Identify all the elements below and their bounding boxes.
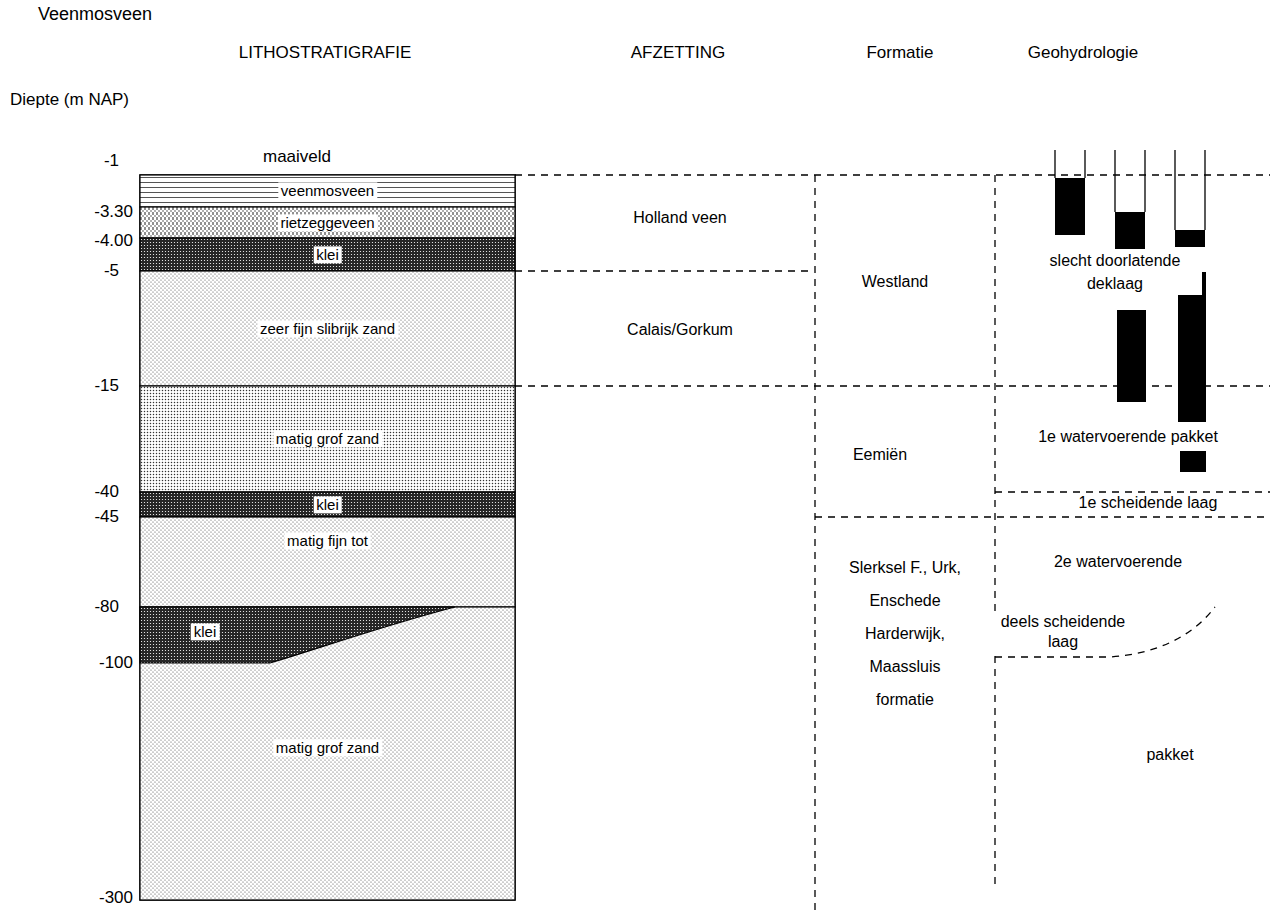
column-header: Geohydrologie: [1026, 43, 1141, 63]
dashed-boundary: [814, 175, 815, 910]
piezometers: [1055, 150, 1206, 472]
dashed-boundary: [515, 385, 1270, 386]
depth-value: -80: [92, 597, 121, 617]
filter-section: [1115, 212, 1145, 250]
tube-wall: [1174, 150, 1175, 230]
sand-layer: matig grof zand: [140, 386, 515, 492]
formation-name: Westland: [860, 272, 930, 291]
sand-layer: matig grof zand klei: [140, 607, 515, 900]
column-outline: [140, 175, 515, 900]
dashed-boundary: [994, 175, 995, 890]
depth-value: -45: [92, 507, 121, 527]
depth-value: -5: [102, 261, 121, 281]
dashed-boundary: [815, 516, 1270, 517]
aquifer-label: pakket: [1144, 745, 1195, 764]
aquifer-label: 2e watervoerende: [1052, 552, 1184, 571]
layer-band: [140, 207, 515, 238]
layer-band: [140, 386, 515, 492]
aquifer-label: deels scheidende laag: [991, 612, 1135, 652]
tube-wall: [1084, 150, 1085, 178]
layer-label: zeer fijn slibrijk zand: [257, 320, 398, 337]
deposit-name: Holland veen: [631, 208, 728, 227]
sand-layer: matig fijn tot: [140, 517, 515, 607]
layer-label: rietzeggeveen: [277, 214, 377, 231]
deposit-name: Calais/Gorkum: [625, 320, 735, 339]
layer-label: matig fijn tot: [284, 532, 371, 549]
depth-value: -4.00: [92, 231, 135, 251]
surface-label: maaiveld: [261, 147, 333, 167]
column-header: AFZETTING: [629, 43, 727, 63]
clay-layer: klei: [140, 492, 515, 517]
layer-label: veenmosveen: [278, 182, 377, 199]
axis-title: Diepte (m NAP): [8, 90, 131, 110]
tube-wall: [1054, 150, 1055, 178]
peat-layer: rietzeggeveen: [140, 207, 515, 238]
layer-label: klei: [313, 496, 342, 513]
dashed-boundary: [515, 174, 1270, 175]
clay-layer: klei: [140, 238, 515, 271]
depth-value: -15: [92, 376, 121, 396]
layer-band: [140, 271, 515, 386]
formation-name: Slerksel F., Urk, Enschede Harderwijk, M…: [847, 551, 963, 716]
filter-section: [1180, 451, 1206, 472]
depth-value: -3.30: [92, 202, 135, 222]
depth-value: -1: [102, 151, 121, 171]
layer-band: [140, 238, 515, 271]
depth-value: -40: [92, 482, 121, 502]
peat-layer: veenmosveen: [140, 175, 515, 207]
layer-label: klei: [191, 623, 220, 640]
layer-label: klei: [313, 246, 342, 263]
layer-label: matig grof zand: [273, 430, 382, 447]
tube-wall: [1114, 150, 1115, 212]
aquifer-label: 1e watervoerende pakket: [1036, 427, 1220, 446]
aquifer-label: 1e scheidende laag: [1077, 493, 1220, 512]
layer-band: [140, 175, 515, 207]
layer-fill: [140, 517, 515, 607]
depth-value: -300: [97, 888, 135, 908]
sand-layer: zeer fijn slibrijk zand: [140, 271, 515, 386]
layer-band: [140, 607, 515, 900]
formation-name: Eemiën: [851, 445, 909, 464]
dashed-boundary: [515, 270, 812, 271]
filter-section: [1117, 310, 1146, 402]
column-header: LITHOSTRATIGRAFIE: [237, 43, 414, 63]
boundary-lines: [515, 175, 1270, 910]
tube-wall: [1144, 150, 1145, 212]
layer-label: matig grof zand: [273, 739, 382, 756]
layer-band: [140, 517, 515, 607]
layer-band: [140, 492, 515, 517]
aquifer-label: slecht doorlatende deklaag: [1028, 249, 1202, 295]
depth-value: -100: [97, 653, 135, 673]
tube-wall: [1204, 150, 1205, 230]
diagram-title: Veenmosveen: [36, 4, 154, 26]
column-header: Formatie: [864, 43, 935, 63]
layer-fill: [140, 607, 455, 663]
filter-section: [1175, 230, 1205, 247]
filter-section: [1055, 178, 1085, 235]
clay-wedge: klei: [140, 607, 455, 663]
wedge-outline: [140, 607, 455, 663]
